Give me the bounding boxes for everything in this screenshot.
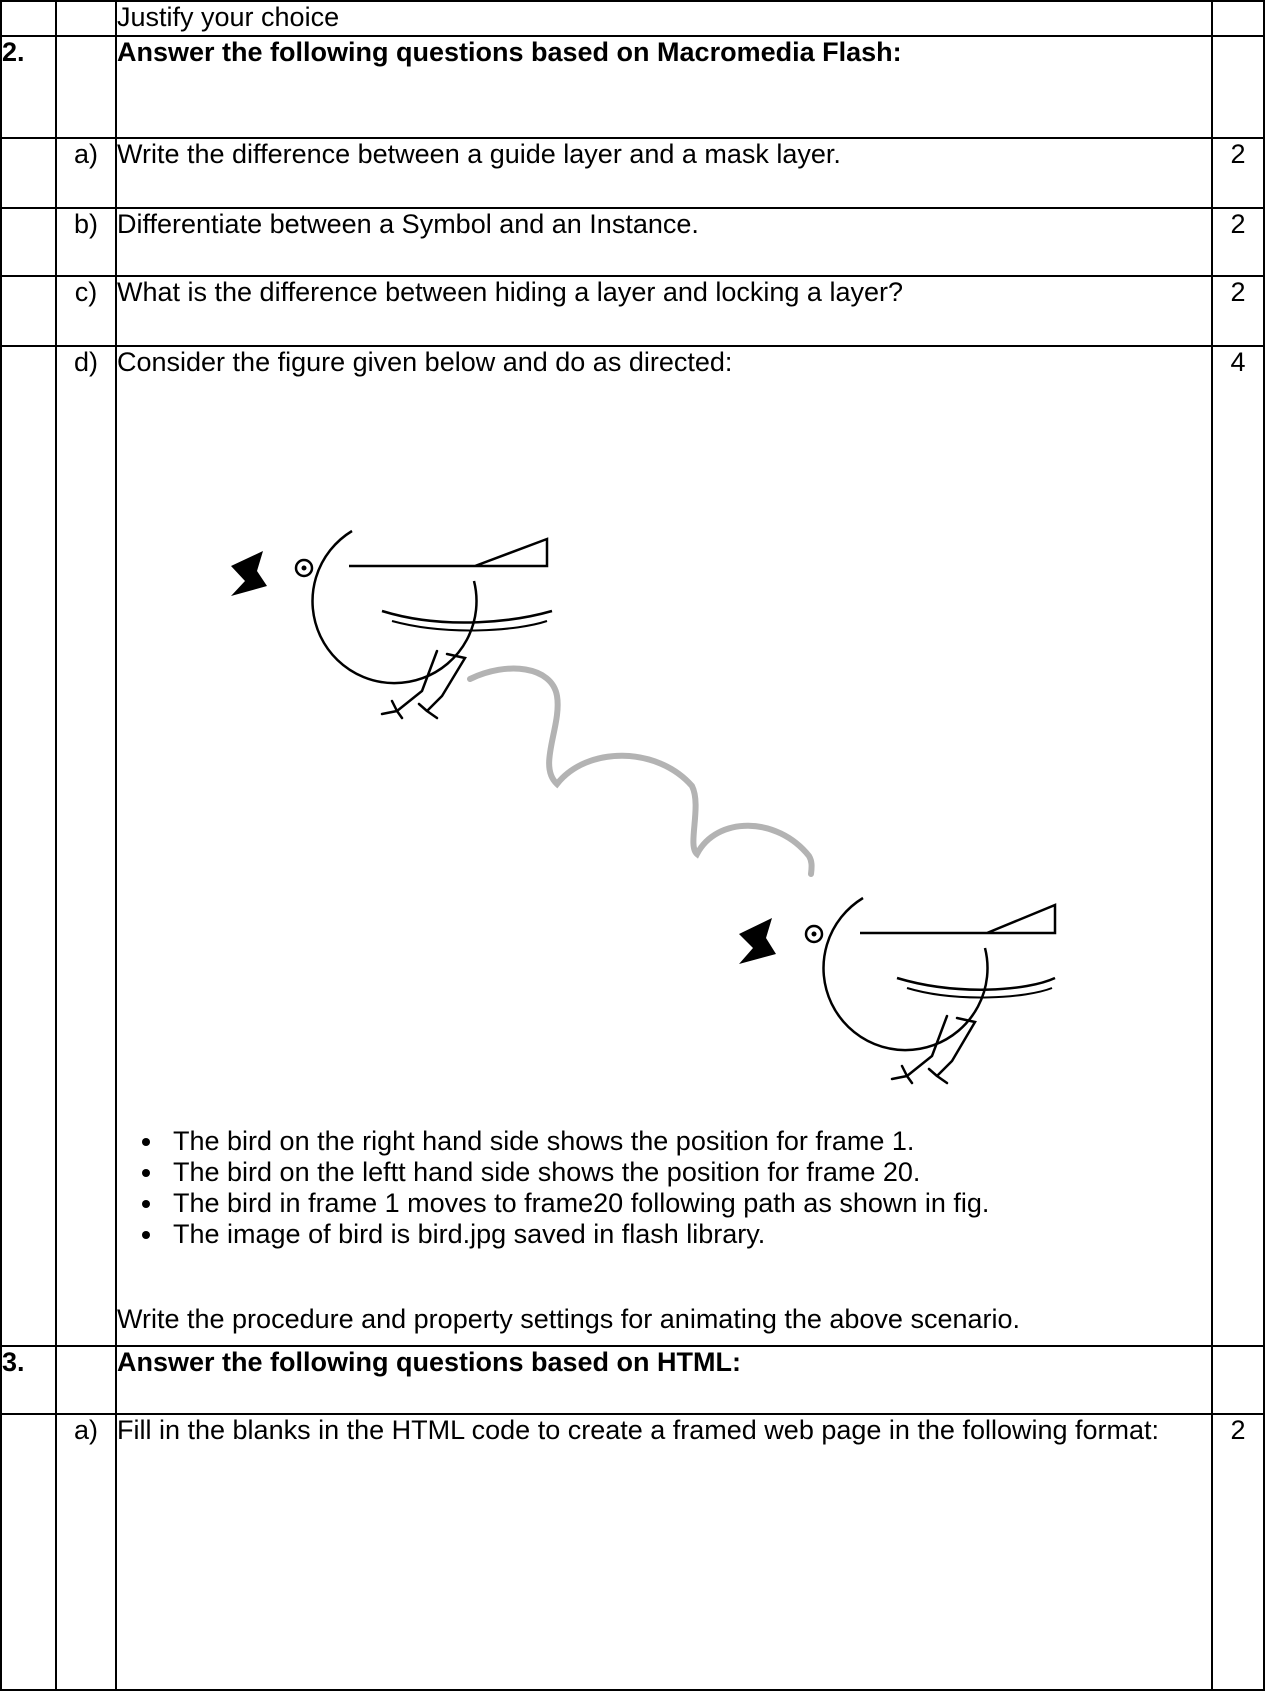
empty-cell (0, 137, 57, 209)
question-number: 3. (0, 1345, 57, 1415)
motion-guide-path (467, 665, 815, 877)
bird-body (822, 896, 989, 1052)
question-text: Consider the figure given below and do a… (117, 347, 733, 377)
bird-wing (896, 976, 1056, 991)
sub-question-label: a) (55, 1413, 117, 1691)
bird-tail (349, 537, 549, 568)
empty-cell (1211, 0, 1265, 37)
bird-animation-figure (231, 529, 1057, 1085)
bird-frame-1-right (739, 896, 1057, 1085)
table-row: 3. Answer the following questions based … (0, 1345, 1265, 1415)
table-row: a) Write the difference between a guide … (0, 137, 1265, 209)
table-row: c) What is the difference between hiding… (0, 275, 1265, 347)
marks: 4 (1211, 345, 1265, 1347)
marks: 2 (1211, 207, 1265, 277)
table-row: b) Differentiate between a Symbol and an… (0, 207, 1265, 277)
empty-cell (1211, 1345, 1265, 1415)
empty-cell (1211, 35, 1265, 139)
empty-cell (55, 0, 117, 37)
empty-cell (55, 35, 117, 139)
bird-legs (890, 1014, 977, 1085)
bird-tail (860, 903, 1057, 935)
list-item: The image of bird is bird.jpg saved in f… (165, 1219, 1211, 1250)
question-text: What is the difference between hiding a … (115, 275, 1213, 347)
empty-cell (0, 207, 57, 277)
bird-wing (381, 609, 553, 624)
list-item: The bird on the right hand side shows th… (165, 1126, 1211, 1157)
empty-cell (0, 275, 57, 347)
bird-eye (811, 931, 817, 937)
bird-eye (804, 924, 824, 944)
bird-beak (231, 551, 267, 596)
list-item: The bird on the leftt hand side shows th… (165, 1157, 1211, 1188)
sub-question-label: b) (55, 207, 117, 277)
question-text: Write the difference between a guide lay… (115, 137, 1213, 209)
empty-cell (55, 1345, 117, 1415)
table-row: 2. Answer the following questions based … (0, 35, 1265, 139)
section-heading: Answer the following questions based on … (115, 35, 1213, 139)
table-row: a) Fill in the blanks in the HTML code t… (0, 1413, 1265, 1691)
bird-eye (301, 565, 307, 571)
bird-legs (380, 649, 467, 720)
empty-cell (0, 345, 57, 1347)
sub-question-label: d) (55, 345, 117, 1347)
section-heading: Answer the following questions based on … (115, 1345, 1213, 1415)
bird-eye (294, 558, 314, 578)
instruction-bullets: The bird on the right hand side shows th… (117, 1126, 1211, 1250)
table-row: d) Consider the figure given below and d… (0, 345, 1265, 1347)
marks: 2 (1211, 137, 1265, 209)
empty-cell (0, 1413, 57, 1691)
empty-cell (0, 0, 57, 37)
bird-beak (739, 918, 776, 964)
sub-question-label: a) (55, 137, 117, 209)
question-text: Differentiate between a Symbol and an In… (115, 207, 1213, 277)
question-text: Justify your choice (115, 0, 1213, 37)
question-text: Fill in the blanks in the HTML code to c… (115, 1413, 1213, 1691)
list-item: The bird in frame 1 moves to frame20 fol… (165, 1188, 1211, 1219)
question-cell: Consider the figure given below and do a… (115, 345, 1213, 1347)
bird-body (311, 529, 478, 685)
table-row: Justify your choice (0, 0, 1265, 37)
sub-question-label: c) (55, 275, 117, 347)
bird-wing (391, 620, 548, 632)
question-instruction: Write the procedure and property setting… (117, 1304, 1021, 1334)
bird-frame-20-left (231, 529, 553, 720)
marks: 2 (1211, 1413, 1265, 1691)
question-number: 2. (0, 35, 57, 139)
bird-wing (906, 987, 1053, 999)
marks: 2 (1211, 275, 1265, 347)
